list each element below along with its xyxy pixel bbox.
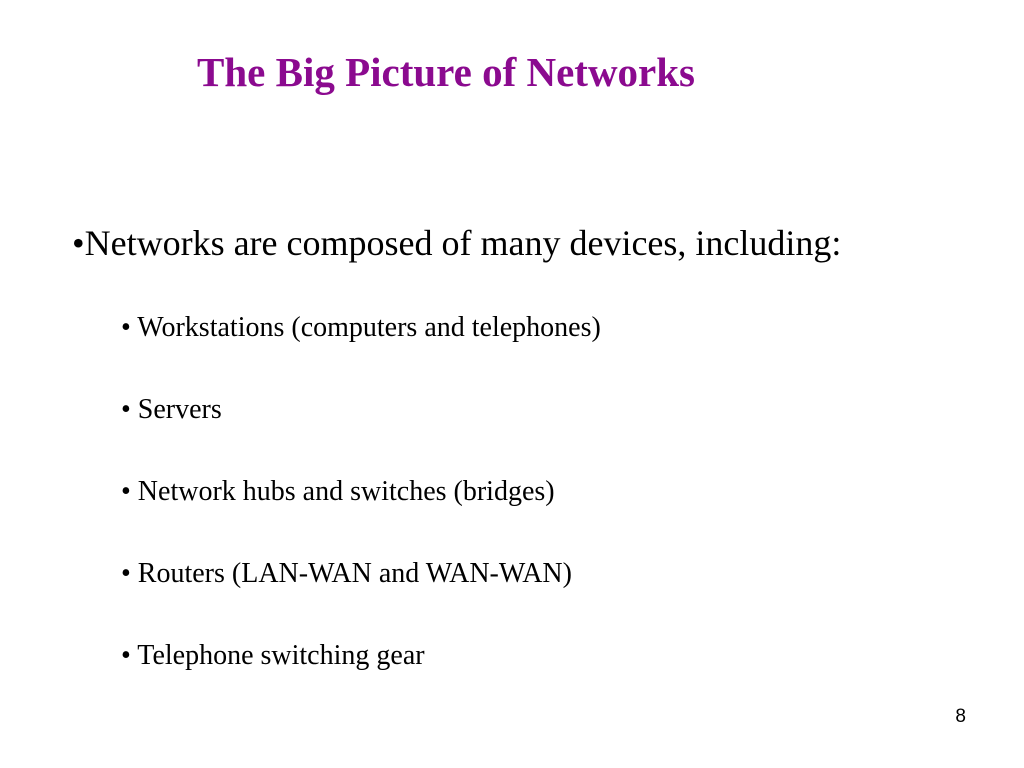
slide-title: The Big Picture of Networks	[197, 49, 696, 95]
sub-bullet-list: • Workstations (computers and telephones…	[121, 311, 601, 721]
page-number: 8	[955, 706, 966, 727]
sub-bullet-routers: • Routers (LAN-WAN and WAN-WAN)	[121, 558, 572, 589]
sub-bullet-hubs-switches: • Network hubs and switches (bridges)	[121, 476, 555, 507]
sub-bullet-telephone-switching: • Telephone switching gear	[121, 640, 425, 671]
sub-bullet-servers: • Servers	[121, 394, 222, 425]
sub-bullet-workstations: • Workstations (computers and telephones…	[121, 312, 601, 343]
main-bullet: •Networks are composed of many devices, …	[72, 223, 842, 263]
